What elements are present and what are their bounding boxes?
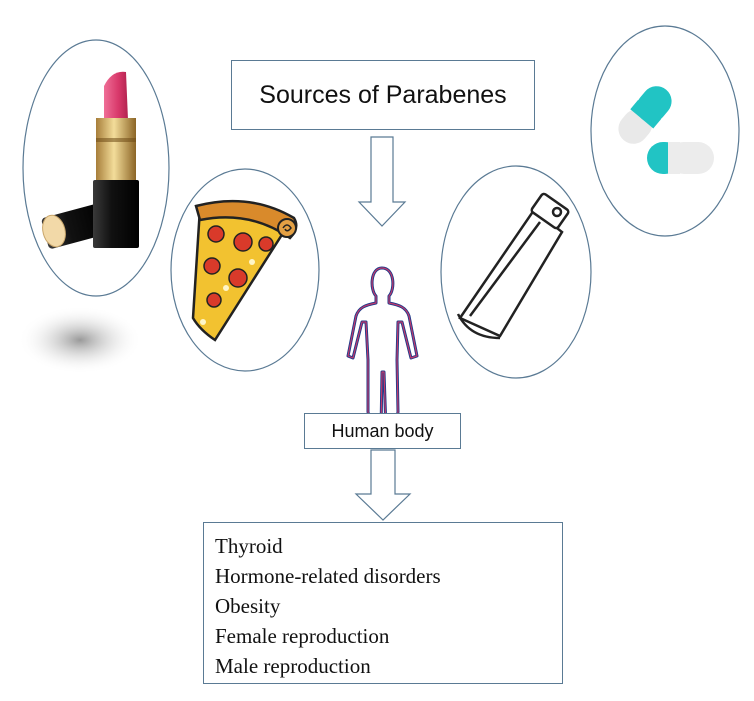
effect-item: Hormone-related disorders	[215, 564, 441, 588]
shadow-blur	[18, 306, 142, 374]
capsules-source	[590, 25, 740, 237]
lipstick-source	[22, 39, 170, 297]
lipstick-icon	[41, 71, 139, 249]
title-box: Sources of Parabenes	[231, 60, 535, 130]
pizza-source	[170, 168, 320, 372]
down-arrow-top	[357, 136, 407, 227]
ointment-tube-icon	[456, 192, 570, 340]
effect-item: Obesity	[215, 594, 281, 618]
effect-item: Thyroid	[215, 534, 283, 558]
down-arrow-bottom	[354, 449, 412, 521]
diagram-title: Sources of Parabenes	[259, 80, 507, 109]
human-body-box: Human body	[304, 413, 461, 449]
health-effects-box: Thyroid Hormone-related disorders Obesit…	[203, 522, 563, 684]
human-figure-icon	[346, 266, 419, 432]
capsules-icon	[618, 86, 714, 174]
effect-item: Male reproduction	[215, 654, 371, 678]
pizza-slice-icon	[191, 199, 298, 342]
tube-source	[440, 165, 592, 379]
effect-item: Female reproduction	[215, 624, 390, 648]
human-body-label: Human body	[331, 420, 434, 441]
